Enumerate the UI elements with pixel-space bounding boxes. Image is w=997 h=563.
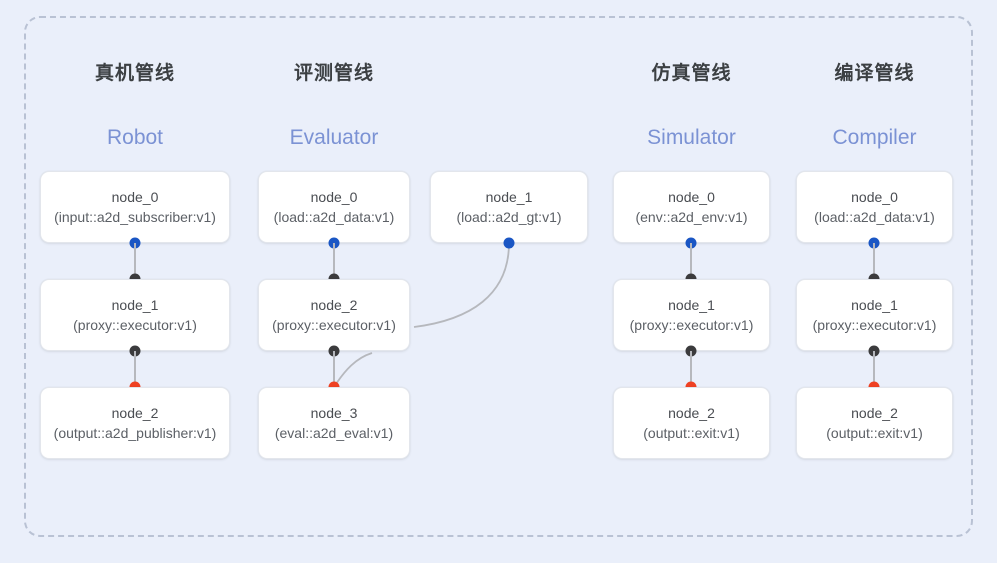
column-title-cn-simulator: 仿真管线: [651, 63, 732, 84]
node-type: (output::exit:v1): [826, 425, 923, 441]
node-compiler-0[interactable]: node_0 (load::a2d_data:v1): [796, 171, 953, 243]
node-simulator-0[interactable]: node_0 (env::a2d_env:v1): [613, 171, 770, 243]
column-title-cn-compiler: 编译管线: [834, 63, 915, 84]
node-type: (proxy::executor:v1): [73, 317, 197, 333]
node-id: node_2: [668, 404, 715, 421]
node-id: node_1: [485, 188, 533, 205]
column-title-en-robot: Robot: [106, 126, 164, 149]
pipeline-column-evaluator: 评测管线 Evaluator node_0 (load::a2d_data:v1…: [258, 0, 588, 563]
node-id: node_0: [111, 188, 159, 205]
node-id: node_0: [310, 188, 358, 205]
column-title-en-compiler: Compiler: [832, 126, 917, 149]
edge-evaluator-2-to-3: [333, 351, 335, 387]
pipeline-column-compiler: 编译管线 Compiler node_0 (load::a2d_data:v1)…: [796, 0, 953, 563]
node-evaluator-2[interactable]: node_2 (proxy::executor:v1): [258, 279, 410, 351]
edge-simulator-0-to-1: [690, 243, 692, 279]
node-id: node_2: [310, 296, 358, 313]
node-type: (load::a2d_data:v1): [814, 209, 935, 225]
node-id: node_0: [851, 188, 898, 205]
node-id: node_2: [851, 404, 898, 421]
node-id: node_2: [111, 404, 159, 421]
node-simulator-1[interactable]: node_1 (proxy::executor:v1): [613, 279, 770, 351]
edge-simulator-1-to-2: [690, 351, 692, 387]
node-id: node_1: [851, 296, 898, 313]
column-title-cn-robot: 真机管线: [94, 63, 175, 84]
node-type: (eval::a2d_eval:v1): [274, 425, 394, 441]
node-type: (input::a2d_subscriber:v1): [54, 209, 216, 225]
column-title-en-evaluator: Evaluator: [289, 126, 379, 149]
node-type: (proxy::executor:v1): [272, 317, 396, 333]
node-type: (output::a2d_publisher:v1): [53, 425, 217, 441]
node-evaluator-3[interactable]: node_3 (eval::a2d_eval:v1): [258, 387, 410, 459]
node-type: (proxy::executor:v1): [629, 317, 754, 333]
node-type: (output::exit:v1): [643, 425, 740, 441]
node-id: node_3: [310, 404, 358, 421]
column-title-en-simulator: Simulator: [647, 126, 736, 149]
node-compiler-1[interactable]: node_1 (proxy::executor:v1): [796, 279, 953, 351]
column-title-cn-evaluator: 评测管线: [293, 63, 374, 84]
node-evaluator-1[interactable]: node_1 (load::a2d_gt:v1): [430, 171, 588, 243]
edge-evaluator-0-to-2: [333, 243, 335, 279]
node-type: (load::a2d_gt:v1): [456, 209, 562, 225]
node-robot-1[interactable]: node_1 (proxy::executor:v1): [40, 279, 230, 351]
node-robot-0[interactable]: node_0 (input::a2d_subscriber:v1): [40, 171, 230, 243]
node-evaluator-0[interactable]: node_0 (load::a2d_data:v1): [258, 171, 410, 243]
node-simulator-2[interactable]: node_2 (output::exit:v1): [613, 387, 770, 459]
edge-compiler-1-to-2: [873, 351, 875, 387]
pipeline-diagram-container: [24, 16, 973, 537]
node-robot-2[interactable]: node_2 (output::a2d_publisher:v1): [40, 387, 230, 459]
edge-robot-0-to-1: [134, 243, 136, 279]
node-id: node_1: [668, 296, 715, 313]
edge-compiler-0-to-1: [873, 243, 875, 279]
node-compiler-2[interactable]: node_2 (output::exit:v1): [796, 387, 953, 459]
node-type: (proxy::executor:v1): [812, 317, 937, 333]
edge-robot-1-to-2: [134, 351, 136, 387]
port-output-evaluator-1[interactable]: [503, 237, 515, 249]
node-id: node_1: [111, 296, 159, 313]
node-type: (env::a2d_env:v1): [635, 209, 748, 225]
pipeline-column-simulator: 仿真管线 Simulator node_0 (env::a2d_env:v1) …: [613, 0, 770, 563]
node-id: node_0: [668, 188, 715, 205]
node-type: (load::a2d_data:v1): [273, 209, 395, 225]
pipeline-column-robot: 真机管线 Robot node_0 (input::a2d_subscriber…: [40, 0, 230, 563]
